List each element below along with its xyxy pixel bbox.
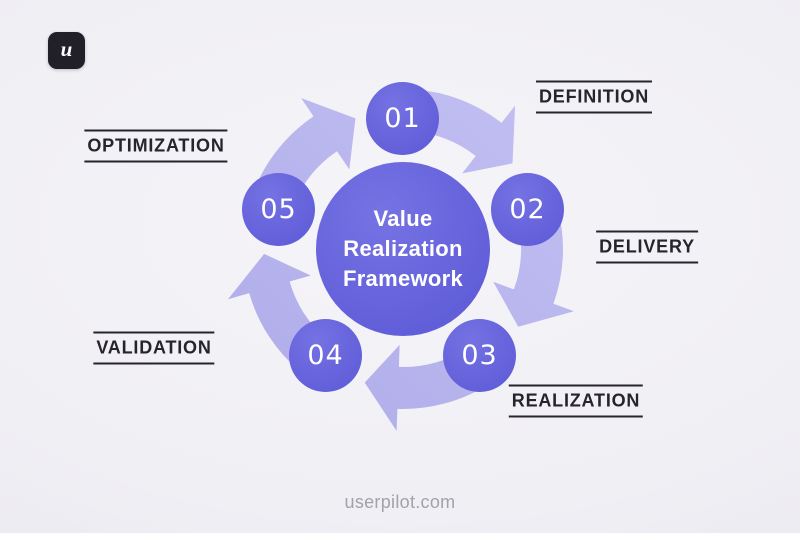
step-number: 05	[260, 194, 297, 225]
diagram-title-line: Value	[373, 206, 433, 231]
step-number: 01	[384, 103, 421, 134]
step-circle-02: 02	[491, 173, 564, 246]
label-delivery: DELIVERY	[596, 230, 698, 264]
step-circle-05: 05	[242, 173, 315, 246]
label-definition: DEFINITION	[536, 80, 652, 114]
label-validation: VALIDATION	[93, 331, 215, 365]
center-circle: Value Realization Framework	[316, 162, 490, 336]
step-number: 04	[307, 340, 344, 371]
step-number: 02	[509, 194, 546, 225]
label-optimization: OPTIMIZATION	[84, 129, 228, 163]
userpilot-logo-letter: u	[60, 37, 73, 61]
step-number: 03	[461, 340, 498, 371]
label-realization: REALIZATION	[508, 384, 644, 418]
arrow-02-to-03-icon	[493, 210, 574, 327]
step-circle-01: 01	[366, 82, 439, 155]
footer-url: userpilot.com	[344, 492, 456, 512]
userpilot-logo: u	[48, 32, 85, 69]
step-circle-03: 03	[443, 319, 516, 392]
diagram-title-line: Framework	[342, 266, 464, 291]
step-circle-04: 04	[289, 319, 362, 392]
diagram-title-line: Realization	[343, 236, 463, 261]
